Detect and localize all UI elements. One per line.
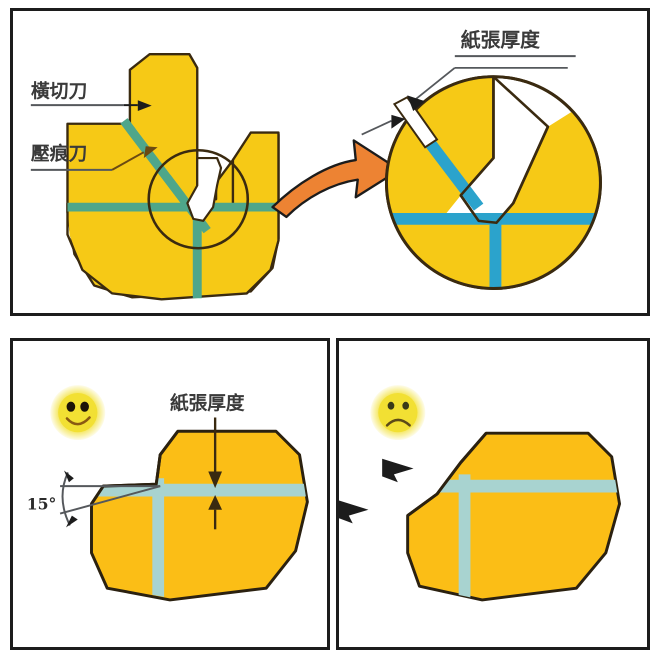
- magnified-right-blade-edge: [459, 126, 550, 225]
- defect-marker-lower-glyph: [339, 500, 369, 524]
- sad-face-disc: [378, 392, 418, 433]
- angle-arrowhead-top: [64, 470, 74, 483]
- thickness-arrow-up-head: [208, 494, 223, 510]
- smiley-face-disc: [58, 392, 98, 433]
- die-lower-mass: [67, 203, 279, 300]
- sad-eye-right: [402, 401, 410, 410]
- good-example-panel: 15° 紙張厚度: [10, 338, 330, 650]
- die-assembly-left: [66, 52, 280, 301]
- label-cross-cut-blade-group: 橫切刀: [30, 80, 152, 112]
- thickness-arrow-down-head: [208, 471, 223, 489]
- angle-sloped-line: [59, 485, 161, 515]
- board-shape-bad: [406, 431, 622, 602]
- board-shape-good: [90, 429, 309, 602]
- sad-mouth: [385, 418, 411, 427]
- label-crease-arrowhead: [143, 146, 158, 159]
- magnified-left-blade-edge: [459, 76, 495, 197]
- paper-thickness-callout-bottom: 紙張厚度: [170, 393, 245, 530]
- board-bevel-edge-bad: [406, 432, 488, 517]
- orange-curved-arrow-shape: [271, 139, 401, 219]
- angle-annotation-group: 15°: [27, 470, 161, 528]
- label-crease-blade: 壓痕刀: [31, 143, 87, 165]
- paper-thickness-leader-upper: [412, 67, 456, 102]
- defect-marker-lower: [339, 500, 369, 524]
- paper-thickness-arrowhead-lower: [391, 114, 406, 129]
- label-angle-value: 15°: [27, 495, 57, 514]
- detail-circle: [147, 148, 250, 250]
- die-right-blade-block: [231, 131, 280, 209]
- defect-marker-upper-glyph: [382, 458, 414, 483]
- angle-arc: [61, 472, 71, 526]
- die-cut-detail-panel: 橫切刀 壓痕刀: [10, 8, 650, 316]
- smiley-mouth: [65, 416, 91, 426]
- label-paper-thickness-top: 紙張厚度: [461, 28, 541, 51]
- paper-thickness-leader-lower: [361, 120, 392, 136]
- label-cross-cut-blade: 橫切刀: [31, 80, 87, 102]
- notch-gap-white: [186, 156, 223, 222]
- defect-marker-upper: [382, 458, 414, 483]
- die-cut-detail-illustration: 橫切刀 壓痕刀: [30, 28, 602, 301]
- paper-thickness-arrowhead-upper: [407, 95, 426, 112]
- smiley-eye-right: [80, 401, 89, 412]
- label-paper-thickness-bottom: 紙張厚度: [170, 393, 245, 415]
- smiley-eye-left: [66, 401, 76, 412]
- board-cross-section-good: [89, 429, 309, 602]
- magnified-circle-ring: [384, 75, 602, 290]
- orange-curved-arrow: [271, 139, 401, 219]
- label-crease-blade-group: 壓痕刀: [30, 143, 158, 171]
- smiley-face: [50, 385, 106, 441]
- bad-example-panel: [336, 338, 650, 650]
- label-crease-leader: [111, 151, 145, 171]
- good-example-illustration: 15° 紙張厚度: [27, 385, 309, 602]
- crease-lines-good-group: [89, 478, 308, 598]
- paper-thickness-strip: [392, 96, 439, 149]
- label-cross-cut-arrowhead: [137, 100, 152, 112]
- board-cross-section-bad: [405, 431, 622, 602]
- bad-example-illustration: [339, 385, 622, 602]
- angle-arrowhead-bottom: [65, 515, 78, 528]
- sad-eye-left: [387, 401, 395, 410]
- paper-thickness-callout-group: 紙張厚度: [361, 28, 576, 149]
- board-bevel-edge-good: [90, 430, 180, 505]
- die-lower-mass-outline: [66, 203, 280, 301]
- sad-face: [370, 385, 426, 441]
